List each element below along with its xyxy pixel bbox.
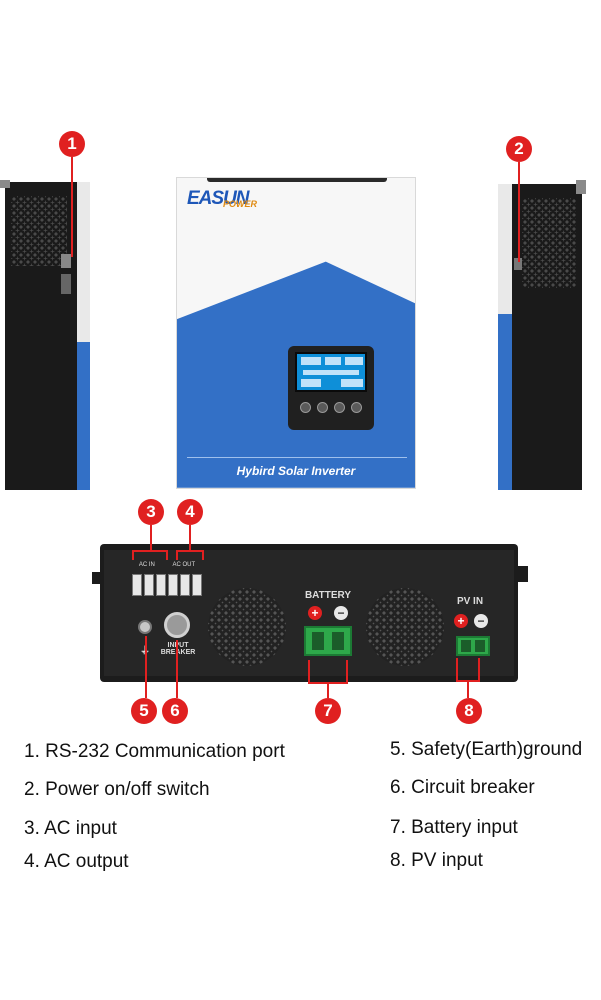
- right-side-blue-trim: [498, 314, 512, 490]
- badge-3: 3: [138, 499, 164, 525]
- pv-connector-slot: [461, 640, 471, 652]
- badge-7-pointer: [327, 684, 329, 698]
- pv-minus-icon: −: [474, 614, 488, 628]
- ac-terminal: [168, 574, 178, 596]
- ac-out-label: AC OUT: [172, 562, 196, 568]
- legend-item-5: 5. Safety(Earth)ground: [390, 739, 583, 760]
- front-blue-panel: [177, 261, 415, 488]
- cooling-fan-left: [208, 588, 286, 666]
- front-view: EASUN POWER Hybird Solar Inverter: [176, 177, 416, 489]
- badge-6: 6: [162, 698, 188, 724]
- pv-connector: [456, 636, 490, 656]
- ac-terminal: [156, 574, 166, 596]
- badge-7-bracket: [308, 660, 348, 684]
- badge-6-pointer: [176, 640, 178, 698]
- battery-label: BATTERY: [304, 590, 352, 601]
- right-side-vent: [522, 198, 576, 288]
- battery-connector: [304, 626, 352, 656]
- legend-item-8: 8. PV input: [390, 850, 483, 871]
- display-button: [351, 402, 362, 413]
- badge-2-pointer: [518, 162, 520, 262]
- left-side-vent: [11, 196, 67, 266]
- battery-connector-slot: [312, 632, 324, 650]
- lcd-segment: [301, 357, 321, 365]
- display-button: [300, 402, 311, 413]
- legend-item-1: 1. RS-232 Communication port: [24, 741, 285, 762]
- brand-logo-sub: POWER: [223, 199, 258, 209]
- badge-3-pointer: [150, 525, 152, 550]
- bottom-side-knob: [518, 566, 528, 582]
- lcd-segment: [341, 379, 363, 387]
- ac-terminal: [180, 574, 190, 596]
- ac-terminal-labels: AC IN AC OUT: [130, 562, 204, 568]
- badge-3-bracket: [132, 550, 168, 560]
- lcd-segment: [325, 357, 341, 365]
- battery-plus-icon: +: [308, 606, 322, 620]
- display-panel: [288, 346, 374, 430]
- legend-item-7: 7. Battery input: [390, 817, 518, 838]
- brand-logo: EASUN POWER: [187, 188, 257, 210]
- lcd-segment: [303, 370, 359, 375]
- badge-8-bracket: [456, 658, 480, 682]
- pv-in-label: PV IN: [456, 596, 484, 607]
- badge-5: 5: [131, 698, 157, 724]
- left-mount-bracket: [0, 180, 10, 188]
- badge-4-pointer: [189, 525, 191, 550]
- bottom-side-knob: [92, 572, 100, 584]
- power-switch: [514, 258, 522, 270]
- ac-terminal: [132, 574, 142, 596]
- ac-terminal: [192, 574, 202, 596]
- display-buttons: [300, 402, 362, 413]
- input-breaker-label: INPUT BREAKER: [160, 642, 196, 656]
- battery-minus-icon: −: [334, 606, 348, 620]
- front-divider: [187, 457, 407, 458]
- badge-5-pointer: [145, 636, 147, 698]
- lcd-screen: [295, 352, 367, 392]
- right-side-view: [498, 184, 582, 490]
- front-caption: Hybird Solar Inverter: [236, 464, 356, 478]
- badge-4: 4: [177, 499, 203, 525]
- lcd-segment: [301, 379, 321, 387]
- input-breaker: [164, 612, 190, 638]
- left-side-light-trim: [77, 182, 90, 342]
- legend-item-6: 6. Circuit breaker: [390, 777, 535, 798]
- front-top-handle: [207, 178, 387, 182]
- left-side-blue-trim: [77, 342, 90, 490]
- badge-1: 1: [59, 131, 85, 157]
- ac-terminal: [144, 574, 154, 596]
- display-button: [317, 402, 328, 413]
- left-side-view: [5, 182, 90, 490]
- brand-logo-main: EASUN: [187, 188, 250, 209]
- right-side-light-trim: [498, 184, 512, 314]
- legend-item-2: 2. Power on/off switch: [24, 779, 210, 800]
- cooling-fan-right: [366, 588, 444, 666]
- legend-item-3: 3. AC input: [24, 818, 117, 839]
- earth-ground-screw: [138, 620, 152, 634]
- left-side-connector: [61, 274, 71, 294]
- badge-8-pointer: [467, 682, 469, 698]
- lcd-segment: [345, 357, 363, 365]
- badge-1-pointer: [71, 157, 73, 257]
- ac-terminal-block: [132, 574, 202, 596]
- badge-7: 7: [315, 698, 341, 724]
- pv-connector-slot: [475, 640, 485, 652]
- badge-2: 2: [506, 136, 532, 162]
- right-mount-bracket: [576, 180, 586, 194]
- bottom-view: AC IN AC OUT ⏚ INPUT BREAKER BATTERY + −…: [100, 544, 518, 682]
- battery-connector-slot: [332, 632, 344, 650]
- pv-plus-icon: +: [454, 614, 468, 628]
- badge-4-bracket: [176, 550, 204, 560]
- display-button: [334, 402, 345, 413]
- badge-8: 8: [456, 698, 482, 724]
- ac-in-label: AC IN: [138, 562, 155, 568]
- legend-item-4: 4. AC output: [24, 851, 129, 872]
- rs232-port: [61, 254, 71, 268]
